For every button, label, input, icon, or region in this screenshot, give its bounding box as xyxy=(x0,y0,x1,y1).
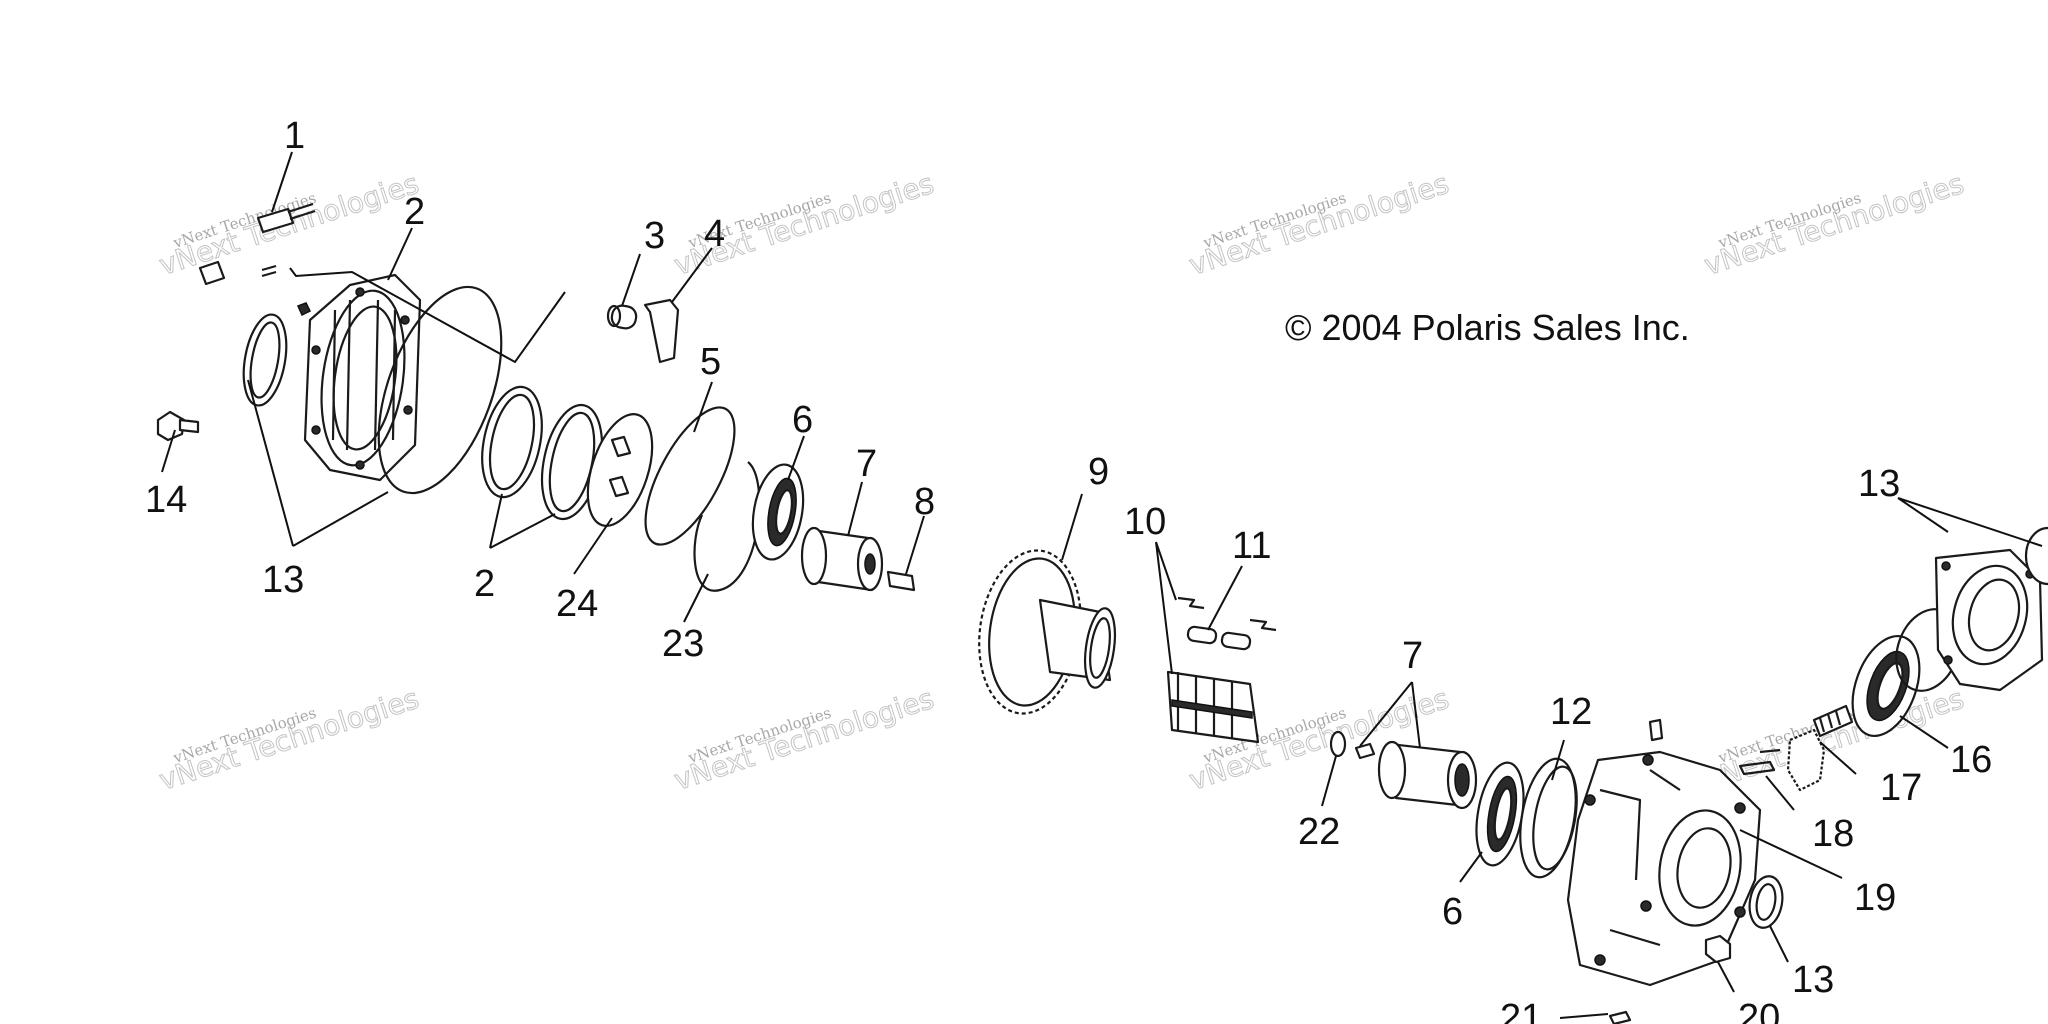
callout-18: 18 xyxy=(1812,813,1854,855)
part-6-bearing-right xyxy=(1475,761,1525,867)
callout-22: 22 xyxy=(1298,811,1340,853)
part-small-clip xyxy=(261,264,277,278)
callout-16: 16 xyxy=(1950,739,1992,781)
watermarks: vNext Technologies vNext Technologies vN… xyxy=(155,166,1969,797)
part-1-screw xyxy=(256,202,316,234)
watermark-line2: vNext Technologies xyxy=(1700,682,1968,797)
callout-9: 9 xyxy=(1088,451,1109,493)
part-22-washer xyxy=(1329,730,1347,758)
callout-6-right: 6 xyxy=(1442,891,1463,933)
watermark-bc: vNext Technologies vNext Technologies xyxy=(670,681,939,797)
leader-lines xyxy=(161,151,2043,1019)
callout-12: 12 xyxy=(1550,691,1592,733)
callout-14: 14 xyxy=(145,479,187,521)
part-small-nut xyxy=(296,302,312,317)
callout-7-right: 7 xyxy=(1402,635,1423,677)
watermark-line2: vNext Technologies xyxy=(1185,167,1453,282)
callout-13-lower: 13 xyxy=(1792,959,1834,1001)
callout-13-left: 13 xyxy=(262,559,304,601)
watermark-tr1: vNext Technologies vNext Technologies xyxy=(1185,166,1454,282)
watermark-tr2: vNext Technologies vNext Technologies xyxy=(1700,166,1969,282)
part-6-bearing-left xyxy=(751,463,805,561)
callout-5: 5 xyxy=(700,341,721,383)
callout-3: 3 xyxy=(644,215,665,257)
left-assembly xyxy=(156,202,916,592)
part-7-sleeve-right xyxy=(1354,740,1478,810)
part-11-rollers xyxy=(1177,596,1277,651)
part-8-pin xyxy=(886,570,916,592)
callout-11: 11 xyxy=(1232,525,1271,567)
part-13-seal-left xyxy=(242,313,288,407)
part-7-sleeve-left xyxy=(800,526,884,592)
callout-labels: 1 2 3 4 5 6 7 8 9 10 11 13 14 2 24 23 13… xyxy=(145,115,1992,1024)
part-4-bracket xyxy=(643,298,680,364)
part-small-plug xyxy=(198,260,226,286)
watermark-line2: vNext Technologies xyxy=(155,682,423,797)
callout-17: 17 xyxy=(1880,767,1922,809)
part-9-ring-gear xyxy=(978,549,1117,715)
part-5-snap-ring xyxy=(644,406,736,546)
callout-4: 4 xyxy=(704,213,725,255)
watermark-line2: vNext Technologies xyxy=(1700,167,1968,282)
center-assembly xyxy=(978,549,1578,879)
part-13-flange-cover xyxy=(1934,548,2044,692)
callout-23: 23 xyxy=(662,623,704,665)
part-21-drain-screw xyxy=(1608,1010,1632,1024)
part-17-pinion-shaft xyxy=(1786,704,1854,792)
right-assembly xyxy=(1566,526,2048,1024)
watermark-bl: vNext Technologies vNext Technologies xyxy=(155,681,424,797)
callout-21: 21 xyxy=(1500,997,1542,1024)
callout-6: 6 xyxy=(792,399,813,441)
part-19-main-housing xyxy=(1566,718,1762,987)
callout-8: 8 xyxy=(914,481,935,523)
callout-10: 10 xyxy=(1124,501,1166,543)
copyright-text: © 2004 Polaris Sales Inc. xyxy=(1285,307,1690,348)
callout-2: 2 xyxy=(404,191,425,233)
callout-7: 7 xyxy=(856,443,877,485)
callout-1: 1 xyxy=(284,115,305,157)
callout-20: 20 xyxy=(1738,997,1780,1024)
part-14-bolt xyxy=(156,410,200,442)
part-20-plug xyxy=(1704,934,1732,964)
part-13-oring-large xyxy=(377,285,503,495)
callout-24: 24 xyxy=(556,583,598,625)
part-23-circlip xyxy=(693,461,761,592)
watermark-line2: vNext Technologies xyxy=(670,682,938,797)
part-24-shim-plate xyxy=(586,413,654,527)
part-13-seal-lower-right xyxy=(1748,875,1784,929)
callout-19: 19 xyxy=(1854,877,1896,919)
part-2-housing-cover xyxy=(303,273,422,482)
callout-2-lower: 2 xyxy=(474,563,495,605)
part-18-clip xyxy=(1738,748,1781,776)
part-10-roller-cage xyxy=(1166,670,1260,744)
part-3-roller xyxy=(606,304,638,330)
callout-13-upper-right: 13 xyxy=(1858,463,1900,505)
